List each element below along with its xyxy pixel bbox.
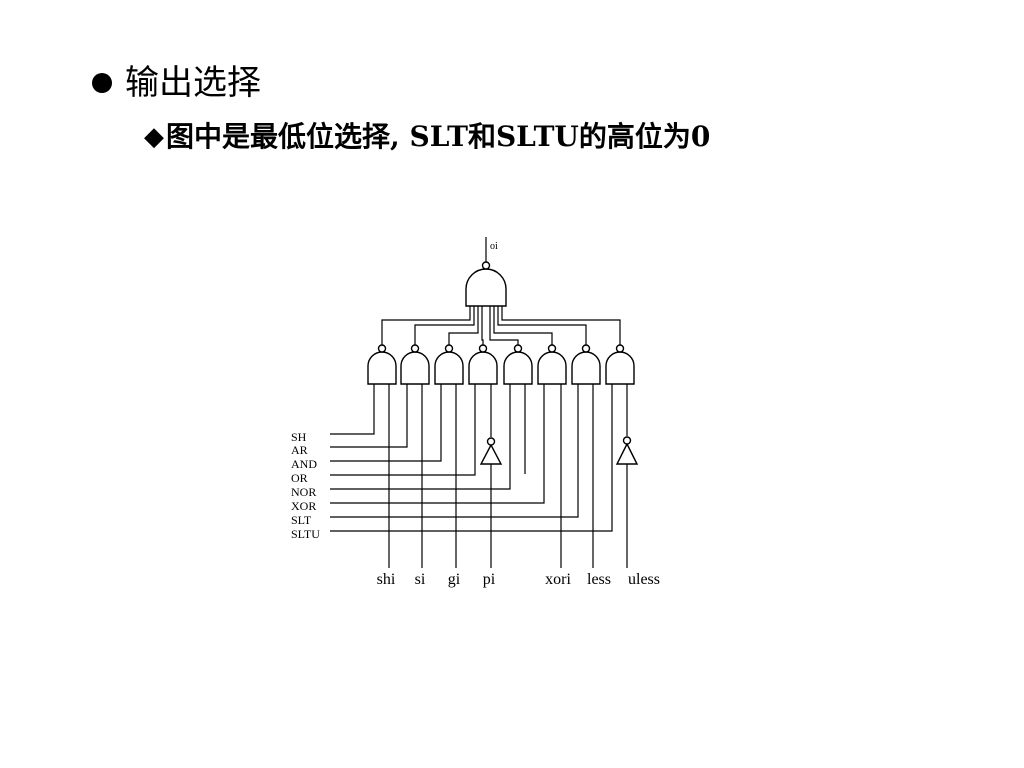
input-label-less: less	[587, 571, 611, 588]
control-label-ar: AR	[291, 443, 308, 457]
gates	[367, 261, 639, 465]
input-label-xori: xori	[545, 571, 571, 588]
pi-inverter	[479, 443, 503, 465]
control-wire-2	[330, 384, 442, 462]
control-label-or: OR	[291, 471, 308, 485]
control-wire-3	[330, 384, 476, 476]
input-label-gi: gi	[448, 571, 461, 588]
slide-title: 输出选择	[125, 63, 261, 103]
select-nand-gate-4-bubble	[513, 344, 523, 353]
wires	[330, 237, 628, 568]
gate-link-4	[489, 306, 519, 345]
bullet-dot-icon	[92, 73, 112, 93]
output-nand-gate	[465, 268, 507, 307]
select-nand-gate-7	[605, 351, 635, 385]
select-nand-gate-5-bubble	[547, 344, 557, 353]
select-nand-gate-7-bubble	[615, 344, 625, 353]
select-nand-gate-3-bubble	[478, 344, 488, 353]
input-label-shi: shi	[377, 571, 396, 588]
select-nand-gate-1-bubble	[410, 344, 420, 353]
control-wire-7	[330, 384, 613, 532]
output-label: oi	[490, 241, 498, 252]
control-wire-4	[330, 384, 511, 490]
pi-inverter-bubble	[486, 437, 496, 446]
select-nand-gate-4	[503, 351, 533, 385]
control-label-slt: SLT	[291, 513, 312, 527]
slide-subtitle: 图中是最低位选择, SLT和SLTU的高位为0	[166, 120, 711, 153]
control-label-sltu: SLTU	[291, 527, 320, 541]
uless-inverter-bubble	[622, 436, 632, 445]
control-wire-0	[330, 384, 375, 435]
input-label-pi: pi	[483, 571, 496, 588]
output-nand-gate-bubble	[481, 261, 491, 270]
diamond-bullet-icon: ◆	[144, 122, 164, 152]
gate-link-2	[448, 306, 479, 345]
input-label-si: si	[415, 571, 426, 588]
select-nand-gate-0-bubble	[377, 344, 387, 353]
select-nand-gate-6-bubble	[581, 344, 591, 353]
control-wire-6	[330, 384, 579, 518]
select-nand-gate-2-bubble	[444, 344, 454, 353]
control-label-sh: SH	[291, 430, 307, 444]
select-nand-gate-0	[367, 351, 397, 385]
level1-bullet: 输出选择	[92, 63, 261, 103]
gate-link-0	[381, 306, 471, 345]
control-wire-5	[330, 384, 545, 504]
gate-link-1	[414, 306, 475, 345]
select-nand-gate-2	[434, 351, 464, 385]
gate-link-7	[501, 306, 621, 345]
select-nand-gate-1	[400, 351, 430, 385]
level2-bullet: ◆ 图中是最低位选择, SLT和SLTU的高位为0	[144, 117, 710, 157]
control-label-and: AND	[291, 457, 317, 471]
control-label-nor: NOR	[291, 485, 316, 499]
gate-link-6	[497, 306, 587, 345]
select-nand-gate-5	[537, 351, 567, 385]
control-label-xor: XOR	[291, 499, 316, 513]
uless-inverter	[615, 442, 639, 465]
select-nand-gate-3	[468, 351, 498, 385]
control-wire-1	[330, 384, 408, 448]
input-label-uless: uless	[628, 571, 660, 588]
select-nand-gate-6	[571, 351, 601, 385]
gate-link-5	[493, 306, 553, 345]
gate-link-3	[481, 306, 484, 345]
